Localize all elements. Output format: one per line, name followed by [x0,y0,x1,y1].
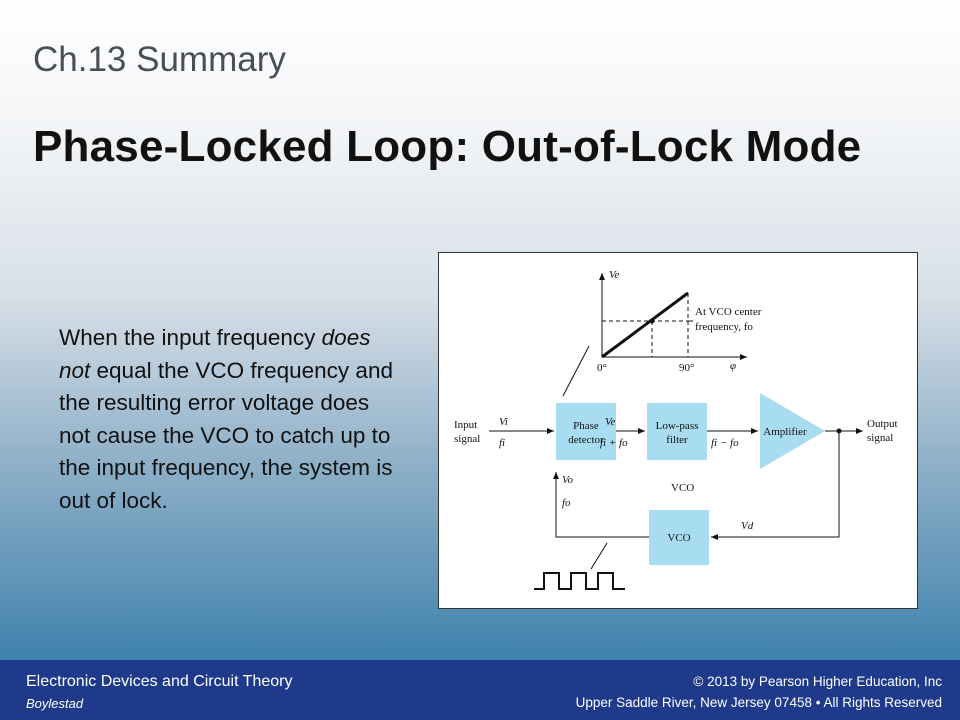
pll-diagram: Ve φ 0° 90° At VCO center frequency, fo … [454,269,898,590]
input-label-line2: signal [454,433,480,445]
graph-center-point [649,318,655,324]
footer-bar: Electronic Devices and Circuit Theory Bo… [0,660,960,720]
chapter-heading: Ch.13 Summary [33,40,286,79]
vd-label: Vd [741,520,754,532]
fi-label: fi [499,437,505,449]
graph-annotation-line2: frequency, fo [695,321,753,333]
graph-annotation-line1: At VCO center [695,306,762,318]
square-wave-leader [590,542,608,570]
slide-background: Ch.13 Summary Phase-Locked Loop: Out-of-… [0,0,960,660]
vco-block-label: VCO [667,532,690,544]
lpf-label-2: filter [666,434,688,446]
output-label-line1: Output [867,418,898,430]
body-text-part2: equal the VCO frequency and the resultin… [59,357,393,513]
amplifier-label: Amplifier [763,426,807,438]
graph-x-label: φ [730,360,736,372]
slide-title: Phase-Locked Loop: Out-of-Lock Mode [33,122,862,171]
pll-diagram-figure: Ve φ 0° 90° At VCO center frequency, fo … [438,252,918,609]
signal-path: Input signal Vi fi Phase detector Ve fi … [454,393,898,590]
body-text-part1: When the input frequency [59,325,322,350]
amplifier-block [760,393,825,469]
vco-block [649,510,709,565]
low-pass-filter-block [647,403,707,460]
sum-label: fi + fo [600,437,628,449]
phase-detector-label-1: Phase [573,420,599,432]
vi-label: Vi [499,416,508,428]
body-text-emphasis: does not [59,325,371,383]
feedback-to-vco-line [711,431,840,540]
input-label-line1: Input [454,419,477,431]
footer-author: Boylestad [26,696,84,711]
graph-characteristic-line [601,291,689,359]
graph-90-tick: 90° [679,362,694,374]
square-wave-icon [534,572,625,590]
footer-address: Upper Saddle River, New Jersey 07458 • A… [575,695,942,710]
vco-caption: VCO [671,482,694,494]
footer-course-title: Electronic Devices and Circuit Theory [26,673,293,690]
ve-label: Ve [605,416,616,428]
phase-characteristic-graph: Ve φ 0° 90° At VCO center frequency, fo [597,269,762,374]
phase-detector-label-2: detector [568,434,604,446]
body-paragraph: When the input frequency does not equal … [59,322,404,518]
diff-label: fi − fo [711,437,739,449]
output-label-line2: signal [867,432,893,444]
phase-detector-block [556,403,616,460]
vco-to-pd-line [553,472,649,538]
lpf-label-1: Low-pass [656,420,699,432]
graph-origin-tick: 0° [597,362,607,374]
fo-label: fo [562,497,571,509]
graph-y-label: Ve [609,269,620,281]
vo-label: Vo [562,474,574,486]
footer-copyright: © 2013 by Pearson Higher Education, Inc [693,674,942,689]
graph-leader-line [562,345,590,397]
